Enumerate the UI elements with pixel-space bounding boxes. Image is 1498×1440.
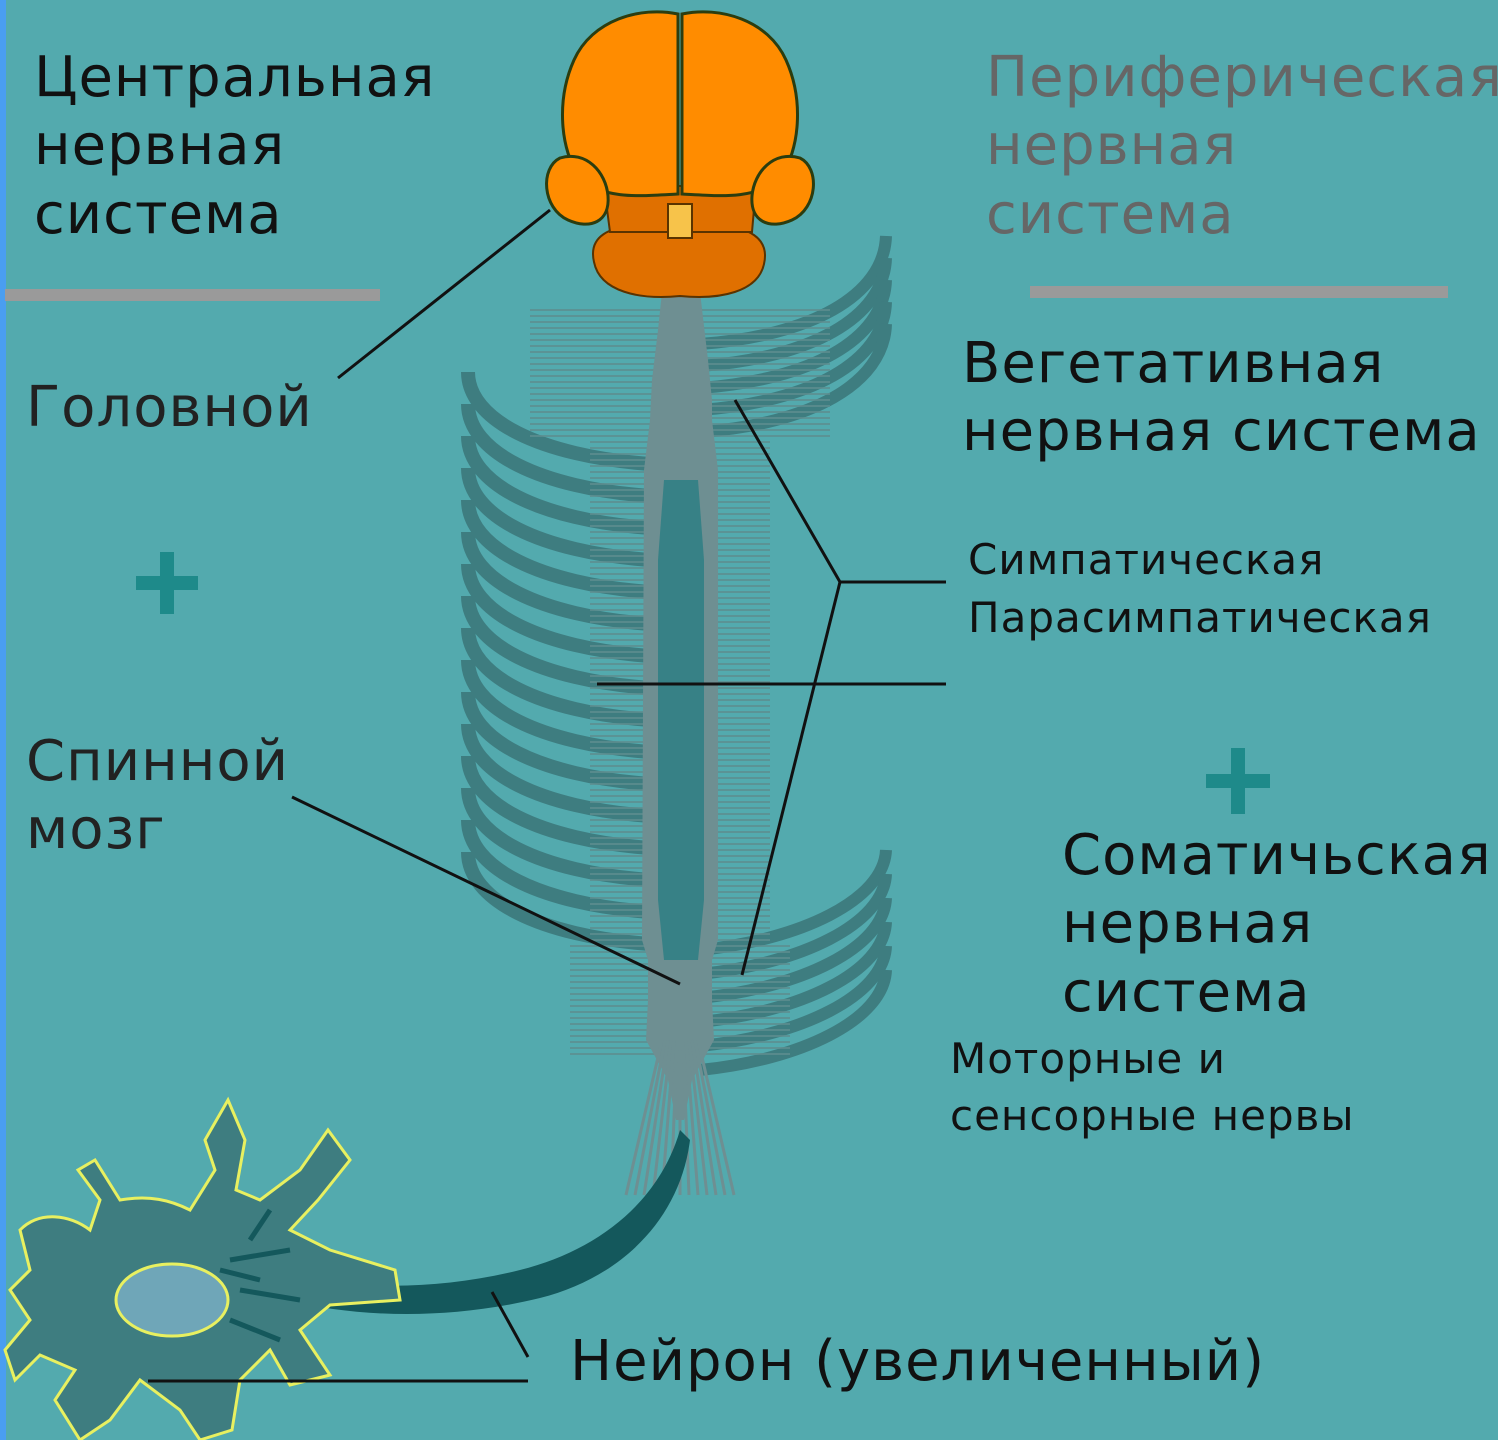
vegetative-label: Вегетативная нервная система: [962, 330, 1481, 467]
somatic-line-3: система: [1062, 959, 1492, 1027]
neuron-nucleus: [116, 1264, 228, 1336]
motor-line-1: Моторные и: [950, 1030, 1355, 1087]
vegetative-line-1: Вегетативная: [962, 330, 1481, 398]
somatic-line-2: нервная: [1062, 890, 1492, 958]
spinal-cord-core: [658, 480, 704, 960]
pns-line-2: нервная: [986, 112, 1498, 180]
spinal-line-2: мозг: [26, 796, 289, 864]
pns-line-3: система: [986, 181, 1498, 249]
somatic-line-1: Соматичьская: [1062, 822, 1492, 890]
pns-line-1: Периферическая: [986, 44, 1498, 112]
vegetative-line-2: нервная система: [962, 398, 1481, 466]
spinal-line-1: Спинной: [26, 728, 289, 796]
cns-title: Центральная нервная система: [34, 44, 435, 249]
cns-line-1: Центральная: [34, 44, 435, 112]
cns-line-2: нервная: [34, 112, 435, 180]
brain: [547, 12, 814, 297]
plus-sign-left: [136, 552, 198, 614]
pns-title: Периферическая нервная система: [986, 44, 1498, 249]
somatic-label: Соматичьская нервная система: [1062, 822, 1492, 1027]
neuron-label: Нейрон (увеличенный): [570, 1328, 1265, 1396]
cns-line-3: система: [34, 181, 435, 249]
motor-sensory-label: Моторные и сенсорные нервы: [950, 1030, 1355, 1144]
brain-label: Головной: [26, 374, 313, 442]
spinal-cord-label: Спинной мозг: [26, 728, 289, 865]
sympathetic-label: Симпатическая: [968, 534, 1324, 585]
motor-line-2: сенсорные нервы: [950, 1087, 1355, 1144]
pons: [668, 204, 692, 238]
plus-sign-right: [1206, 748, 1270, 814]
parasympathetic-label: Парасимпатическая: [968, 592, 1432, 643]
